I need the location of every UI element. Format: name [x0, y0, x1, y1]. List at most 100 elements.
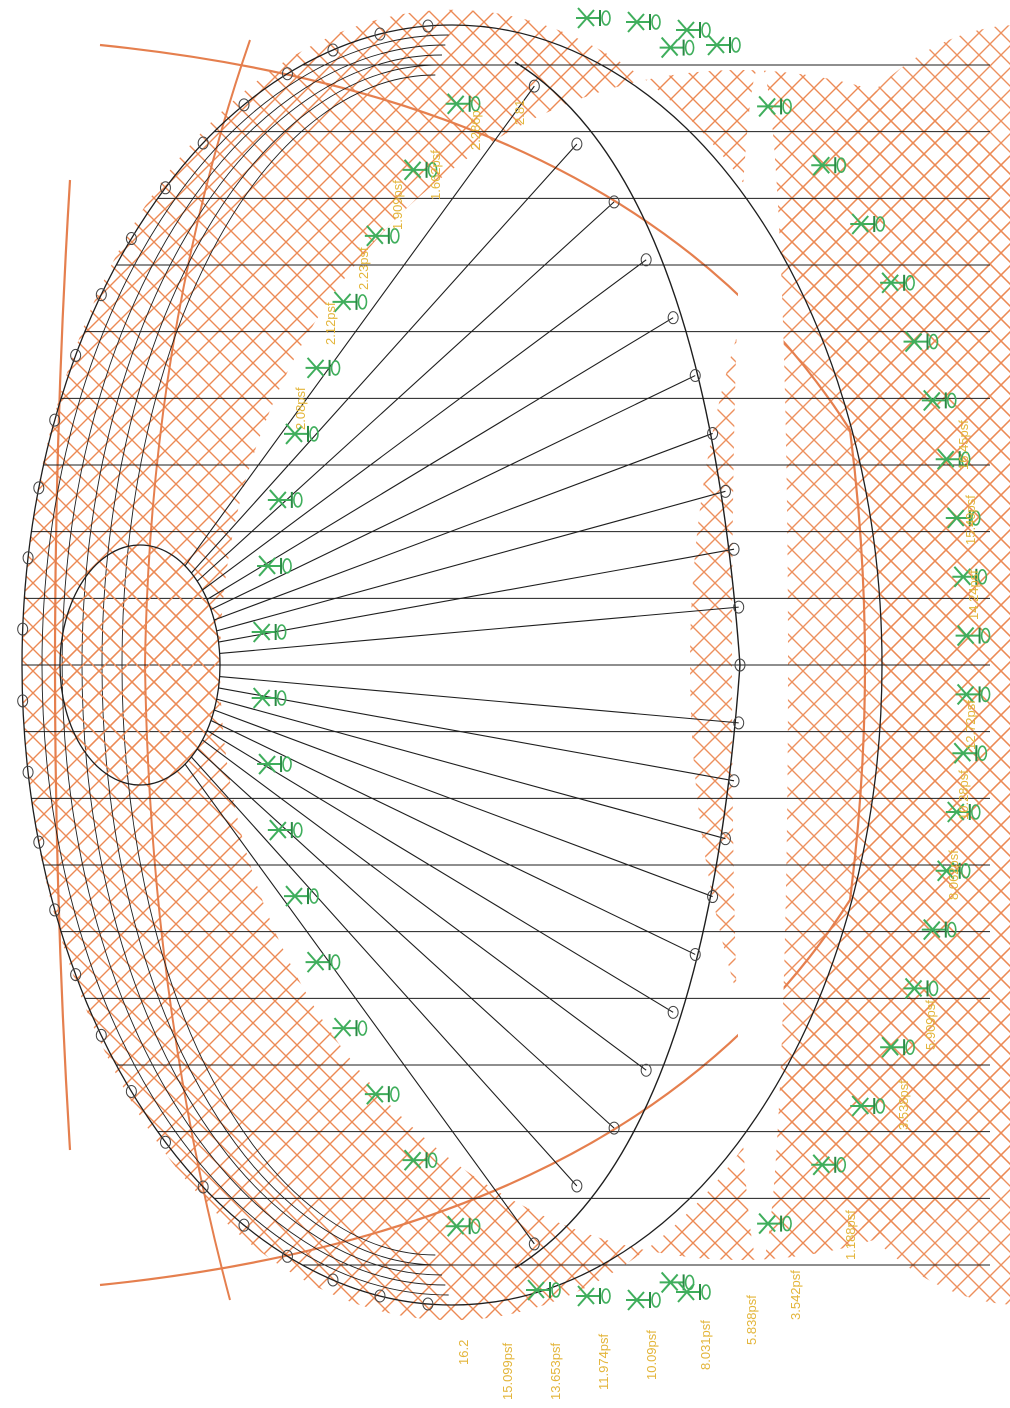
- spoke-line: [190, 756, 578, 1187]
- load-label: 2.08psf: [293, 387, 308, 430]
- outer-right-load-labels: 3.538psf 5.909psf 8.062psf 10.28psf 12.7…: [896, 420, 981, 1130]
- load-label: 8.031psf: [698, 1320, 713, 1370]
- spoke-line: [219, 606, 739, 654]
- load-label: 3.542psf: [788, 1270, 803, 1320]
- node-circle-icon: [70, 348, 82, 362]
- pin-support-icon: [850, 213, 886, 235]
- pin-support-icon: [402, 1149, 438, 1171]
- pin-support-icon: [811, 154, 847, 176]
- node-circle-icon: [707, 890, 719, 904]
- pin-support-icon: [576, 1285, 611, 1307]
- node-circle-icon: [327, 1273, 339, 1287]
- load-label: 2.81: [512, 100, 527, 125]
- pin-support-icon: [284, 423, 319, 445]
- pin-support-icon: [850, 1095, 886, 1117]
- pin-support-icon: [952, 566, 988, 588]
- pin-support-icon: [364, 1083, 400, 1105]
- node-circle-icon: [719, 832, 731, 846]
- node-circle-icon: [719, 484, 731, 498]
- radial-spokes: [184, 85, 740, 1245]
- pin-support-icon: [305, 951, 341, 973]
- spoke-line: [202, 739, 647, 1071]
- node-circle-icon: [608, 195, 620, 209]
- load-label: 2.12psf: [323, 302, 338, 345]
- support-markers: [251, 7, 991, 1311]
- pin-support-icon: [305, 357, 341, 379]
- node-circle-icon: [728, 542, 740, 556]
- node-circle-icon: [608, 1121, 620, 1135]
- inner-boundary: [514, 61, 741, 1269]
- pin-support-icon: [880, 272, 915, 294]
- load-label: 2.23psf: [356, 247, 371, 290]
- node-circle-icon: [197, 1180, 209, 1194]
- pin-support-icon: [332, 1017, 368, 1039]
- node-circle-icon: [734, 658, 746, 672]
- spoke-line: [218, 548, 735, 643]
- spoke-line: [202, 259, 647, 591]
- node-circle-icon: [49, 413, 61, 427]
- pin-support-icon: [267, 489, 303, 511]
- load-label: 8.062psf: [946, 850, 961, 900]
- spoke-line: [213, 709, 713, 898]
- node-circle-icon: [640, 1063, 652, 1077]
- pin-support-icon: [251, 621, 287, 643]
- node-circle-icon: [125, 1084, 137, 1098]
- pin-support-icon: [935, 860, 971, 882]
- pin-support-icon: [626, 11, 661, 33]
- spoke-line: [218, 687, 735, 782]
- node-circle-icon: [733, 600, 745, 614]
- node-circle-icon: [374, 27, 386, 41]
- load-label: 15.49psf: [963, 495, 978, 545]
- pin-support-icon: [257, 555, 292, 577]
- node-circle-icon: [238, 1218, 250, 1232]
- rib-curve: [41, 34, 449, 1296]
- pin-support-icon: [935, 448, 971, 470]
- node-circle-icon: [281, 67, 293, 81]
- bottom-load-labels: 16.2 15.099psf 13.653psf 11.974psf 10.09…: [456, 1210, 858, 1400]
- pin-support-icon: [576, 7, 611, 29]
- pin-support-icon: [526, 1279, 561, 1301]
- node-circle-icon: [95, 1028, 107, 1042]
- load-label: 1.662psf: [428, 150, 443, 200]
- ring-hatch-fill: [22, 10, 1010, 1320]
- load-label: 16.45psf: [956, 420, 971, 470]
- node-circle-icon: [689, 947, 701, 961]
- pin-support-icon: [251, 687, 287, 709]
- pin-support-icon: [955, 683, 991, 706]
- spoke-line: [216, 490, 726, 632]
- node-circle-icon: [707, 426, 719, 440]
- load-label: 3.538psf: [896, 1080, 911, 1130]
- pin-support-icon: [284, 885, 319, 907]
- pin-support-icon: [332, 291, 368, 313]
- pin-support-icon: [257, 753, 292, 775]
- load-label: 5.838psf: [744, 1295, 759, 1345]
- spoke-line: [216, 698, 726, 840]
- load-label: 13.653psf: [548, 1343, 563, 1400]
- node-circle-icon: [327, 43, 339, 57]
- load-label: 1.188psf: [843, 1210, 858, 1260]
- load-label: 14.24psf: [966, 570, 981, 620]
- spoke-line: [213, 432, 713, 621]
- node-markers: [17, 19, 746, 1311]
- pin-support-icon: [757, 1212, 792, 1235]
- node-circle-icon: [125, 232, 137, 246]
- pin-support-icon: [267, 819, 303, 841]
- load-label: 11.974psf: [596, 1333, 611, 1390]
- load-label: 10.09psf: [644, 1330, 659, 1380]
- node-circle-icon: [667, 311, 679, 325]
- spoke-line: [196, 201, 615, 582]
- load-label: 15.099psf: [500, 1343, 515, 1400]
- pin-support-icon: [903, 330, 939, 353]
- node-circle-icon: [528, 79, 540, 93]
- node-circle-icon: [528, 1237, 540, 1251]
- spoke-line: [206, 317, 674, 600]
- node-circle-icon: [667, 1005, 679, 1019]
- node-circle-icon: [22, 765, 34, 779]
- node-circle-icon: [49, 903, 61, 917]
- spoke-line: [196, 748, 615, 1129]
- node-circle-icon: [571, 137, 583, 151]
- spoke-line: [210, 719, 696, 955]
- spoke-line: [184, 763, 535, 1245]
- node-circle-icon: [640, 253, 652, 267]
- pin-support-icon: [921, 918, 957, 941]
